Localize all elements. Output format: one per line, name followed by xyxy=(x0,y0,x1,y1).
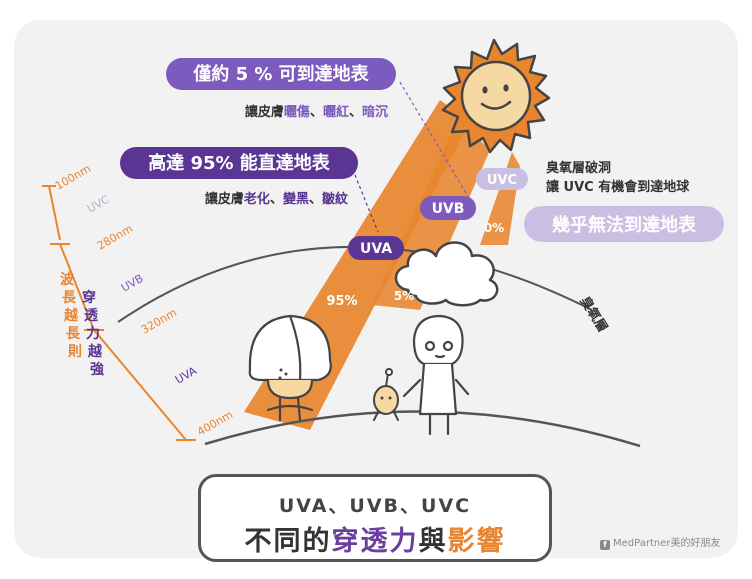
footer-text-b: 穿透力 xyxy=(331,526,419,557)
footer-caption-box: UVA、UVB、UVC 不同的穿透力與影響 xyxy=(198,474,552,562)
ozone-layer-arc xyxy=(117,245,593,323)
wavelength-scale xyxy=(42,185,196,441)
uvb-pill: UVB xyxy=(420,196,476,220)
uvc-pill: UVC xyxy=(476,168,528,190)
uva-reach-callout: 高達 95% 能直達地表 xyxy=(120,147,358,179)
facebook-icon: f xyxy=(600,540,610,550)
girl-character xyxy=(402,314,470,436)
cloud-icon xyxy=(394,241,499,307)
footer-title-line2: 不同的穿透力與影響 xyxy=(201,519,549,558)
uvb-effects-text: 讓皮膚曬傷、曬紅、暗沉 xyxy=(245,104,388,120)
uva-leader-line xyxy=(354,174,379,233)
footer-text-c: 與 xyxy=(418,526,448,557)
svg-text:高達 95% 能直達地表: 高達 95% 能直達地表 xyxy=(148,152,331,174)
ozone-hole-note-line2: 讓 UVC 有機會到達地球 xyxy=(546,179,690,195)
uvc-blocked-callout: 幾乎無法到達地表 xyxy=(524,206,724,242)
footer-text-d: 影響 xyxy=(447,526,506,557)
footer-title-line1: UVA、UVB、UVC xyxy=(278,495,472,517)
uvc-percent: 0% xyxy=(484,221,504,235)
svg-text:UVB: UVB xyxy=(432,201,465,217)
uvb-leader-line xyxy=(399,81,471,201)
svg-text:UVC: UVC xyxy=(487,173,517,188)
svg-text:幾乎無法到達地表: 幾乎無法到達地表 xyxy=(552,214,697,236)
uvb-percent: 5% xyxy=(394,289,414,303)
wavelength-side-label: 波長越長則穿透力越強 xyxy=(60,271,104,378)
helmet-character xyxy=(248,314,332,422)
uva-pill: UVA xyxy=(348,236,404,260)
uvb-reach-callout: 僅約 5 % 可到達地表 xyxy=(166,58,396,90)
svg-text:UVA: UVA xyxy=(360,241,392,257)
germ-character xyxy=(373,368,399,421)
footer-text-a: 不同的 xyxy=(244,526,332,557)
uva-percent: 95% xyxy=(326,294,357,309)
credit-text: MedPartner美的好朋友 xyxy=(613,538,721,549)
svg-text:僅約 5 % 可到達地表: 僅約 5 % 可到達地表 xyxy=(192,63,369,85)
ozone-hole-note-line1: 臭氧層破洞 xyxy=(546,160,611,176)
sun-icon xyxy=(441,38,551,154)
uva-effects-text: 讓皮膚老化、變黑、皺紋 xyxy=(205,191,349,207)
